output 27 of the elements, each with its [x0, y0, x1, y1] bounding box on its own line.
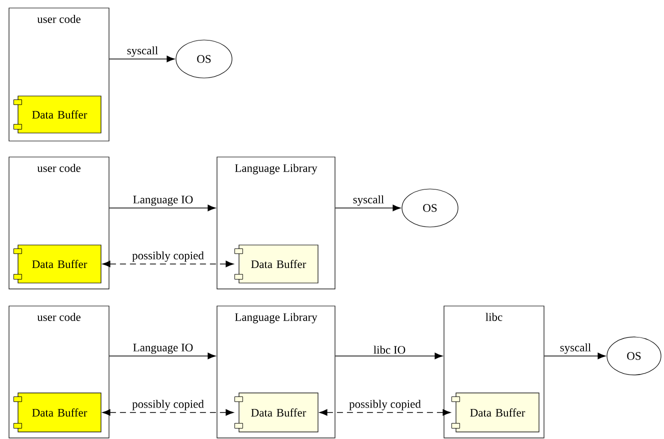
arrow	[108, 56, 175, 62]
edge-label: Language IO	[133, 196, 193, 206]
arrow	[334, 204, 401, 212]
ellipse-node: OS	[176, 40, 232, 78]
component-box: Data Buffer	[234, 392, 318, 432]
component-box: Data Buffer	[13, 244, 102, 284]
arrow	[102, 260, 234, 268]
component-box: Data Buffer	[13, 96, 102, 134]
arrow	[319, 409, 451, 416]
arrow	[102, 409, 234, 416]
edge-label: syscall	[353, 195, 384, 206]
edge-label: possibly copied	[349, 400, 421, 410]
arrow	[108, 352, 216, 360]
edge-label: syscall	[560, 343, 591, 354]
edge-label: possibly copied	[132, 400, 204, 410]
component-box: Data Buffer	[13, 392, 102, 432]
edge-label: syscall	[127, 46, 158, 57]
arrow	[334, 352, 443, 360]
ellipse-node: OS	[606, 336, 662, 376]
edge-label: Language IO	[133, 344, 193, 354]
component-box: Data Buffer	[451, 392, 540, 432]
edge-label: libc IO	[374, 346, 406, 354]
edge-label: possibly copied	[132, 251, 204, 262]
arrow	[108, 204, 216, 212]
ellipse-node: OS	[402, 188, 458, 228]
arrow	[544, 352, 606, 360]
component-box: Data Buffer	[234, 244, 318, 284]
